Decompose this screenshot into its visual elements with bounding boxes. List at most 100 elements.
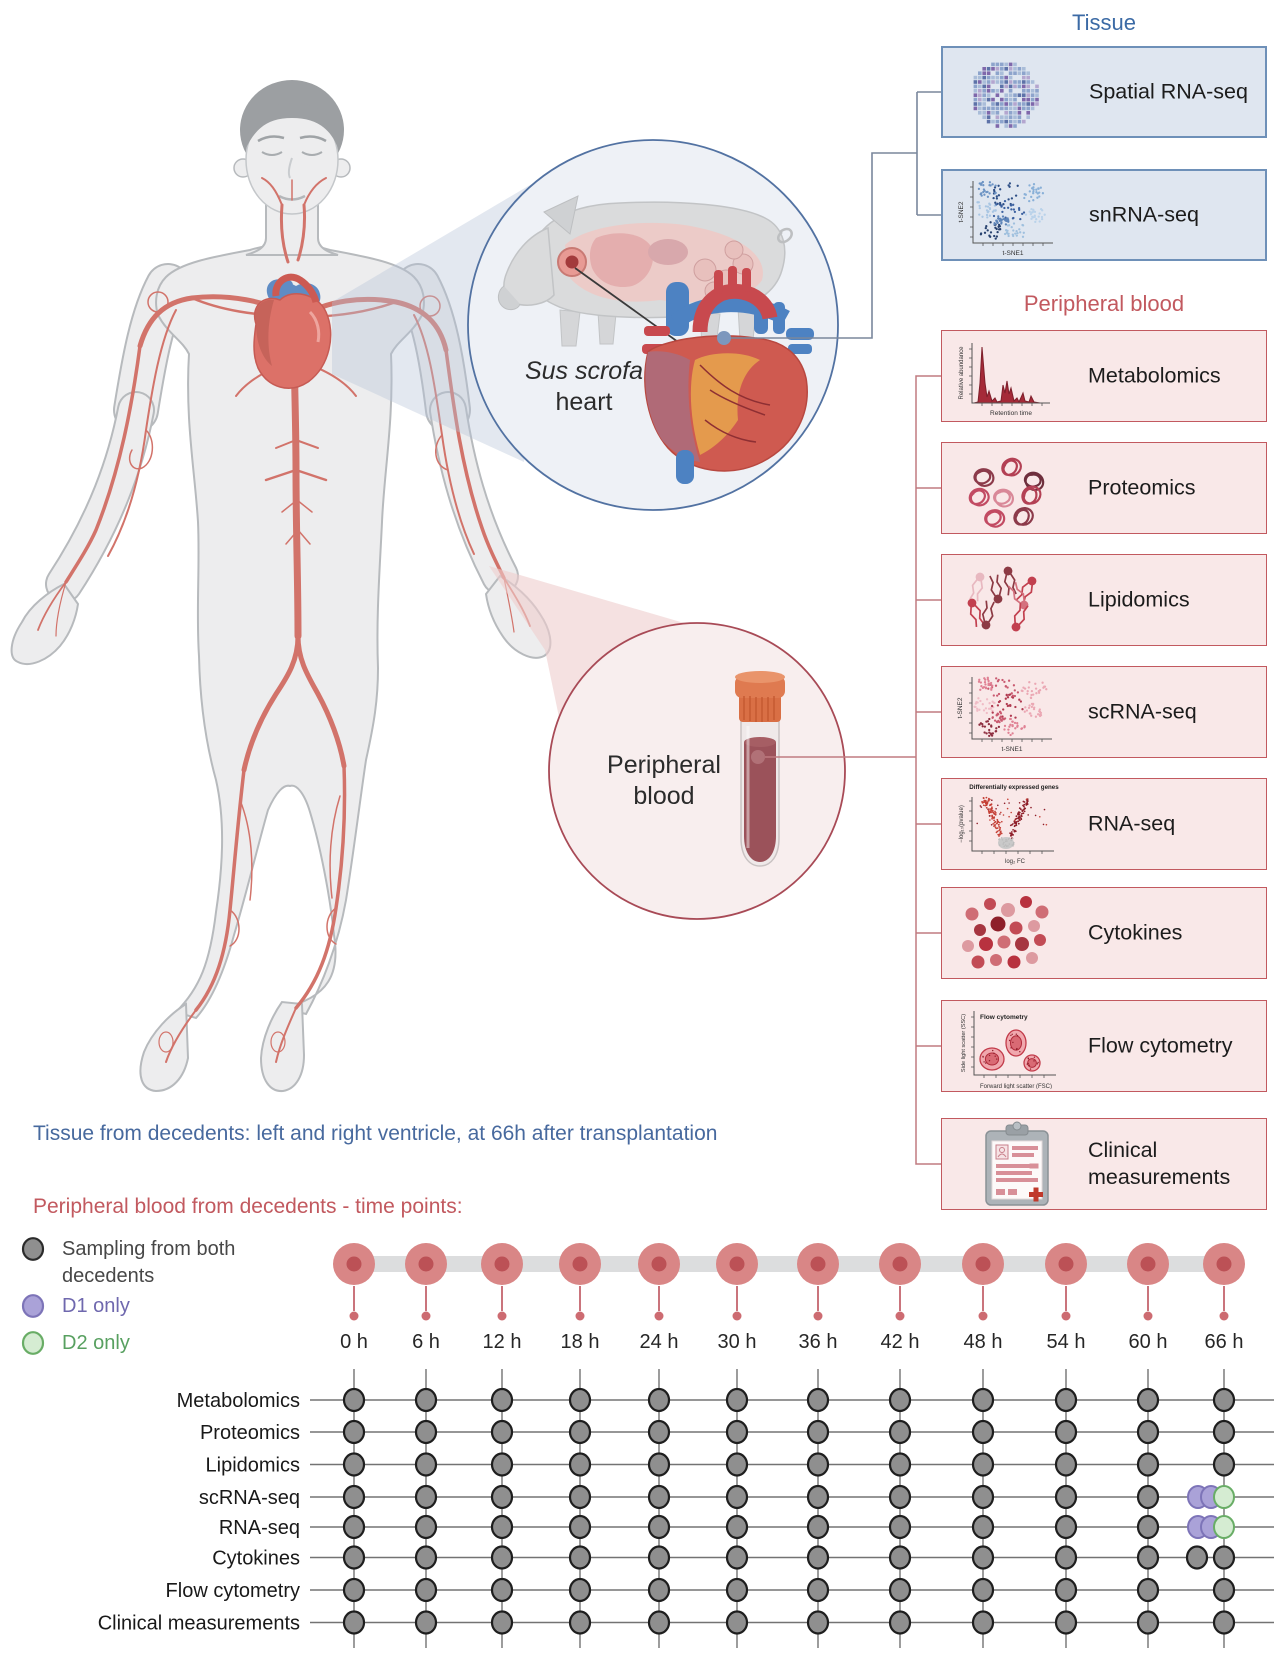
matrix-dot (490, 1387, 514, 1413)
assay-box-label: Proteomics (1088, 475, 1196, 500)
timeline-stem-dot (654, 1311, 664, 1321)
legend-dot-icon (21, 1331, 45, 1355)
blood-note: Peripheral blood from decedents - time p… (33, 1195, 463, 1218)
matrix-dot (414, 1545, 438, 1570)
timeline-point-inner (651, 1256, 667, 1272)
blood-bracket (915, 375, 941, 1165)
matrix-dot (568, 1387, 592, 1413)
matrix-dot (806, 1452, 830, 1477)
matrix-dot (342, 1452, 366, 1477)
svg-text:t-SNE2: t-SNE2 (957, 697, 964, 718)
timeline-stem-dot (1143, 1311, 1153, 1321)
timeline-label: 60 h (1129, 1331, 1168, 1353)
svg-text:Relative abundance: Relative abundance (959, 346, 965, 400)
matrix-dot (414, 1484, 438, 1510)
chromatogram-thumbnail-icon: Retention time Relative abundance (959, 343, 1050, 417)
assay-box-label: Lipidomics (1088, 587, 1190, 612)
matrix-row-label: scRNA-seq (199, 1487, 300, 1509)
timeline-point-inner (1140, 1256, 1156, 1272)
matrix-dot (725, 1484, 749, 1510)
matrix-row-label: RNA-seq (219, 1517, 300, 1539)
timeline-stem-dot (349, 1311, 359, 1321)
timeline-label: 24 h (640, 1331, 679, 1353)
matrix-dot (1054, 1514, 1078, 1540)
matrix-dot (414, 1610, 438, 1635)
matrix-dot (725, 1419, 749, 1445)
matrix-dot (806, 1484, 830, 1510)
matrix-dot (1212, 1577, 1236, 1603)
matrix-dot (342, 1545, 366, 1570)
assay-box-lipidomics: Lipidomics (941, 554, 1267, 646)
timeline-point-inner (810, 1256, 826, 1272)
matrix-dot (725, 1610, 749, 1635)
tsne_pink-thumbnail-icon: t-SNE1 t-SNE2 (957, 676, 1052, 753)
matrix-dot (1054, 1545, 1078, 1570)
assay-box-rna-seq: Differentially expressed genes log₂ FC −… (941, 778, 1267, 870)
timeline-label: 54 h (1047, 1331, 1086, 1353)
matrix-dot (888, 1514, 912, 1540)
matrix-dot (342, 1387, 366, 1413)
pig-heart-illustration (642, 266, 814, 484)
matrix-dot (1136, 1610, 1160, 1635)
timeline-label: 42 h (881, 1331, 920, 1353)
timeline-point-inner (975, 1256, 991, 1272)
matrix-dot (414, 1514, 438, 1540)
timeline-stem-dot (978, 1311, 988, 1321)
timeline-label: 0 h (340, 1331, 368, 1353)
spatial-thumbnail-icon (973, 62, 1039, 128)
blood-tube (735, 671, 785, 867)
matrix-row-label: Metabolomics (177, 1390, 300, 1412)
legend-label: Sampling from both decedents (62, 1238, 236, 1287)
svg-text:Differentially expressed genes: Differentially expressed genes (969, 784, 1059, 791)
matrix-dot (490, 1545, 514, 1570)
matrix-dot (806, 1610, 830, 1635)
matrix-dot (647, 1387, 671, 1413)
matrix-dot (1136, 1452, 1160, 1477)
timeline-label: 66 h (1205, 1331, 1244, 1353)
assay-box-label: RNA-seq (1088, 811, 1176, 836)
svg-text:t-SNE1: t-SNE1 (1003, 250, 1024, 257)
left-foot (139, 1002, 190, 1093)
legend-dot-icon (21, 1294, 45, 1318)
matrix-dot (1212, 1387, 1236, 1413)
svg-text:Forward light scatter (FSC): Forward light scatter (FSC) (980, 1084, 1052, 1089)
heart-inset (467, 91, 941, 511)
blood-section-title: Peripheral blood (1023, 291, 1185, 316)
timeline-label: 18 h (561, 1331, 600, 1353)
flow-thumbnail-icon: Flow cytometry Forward light scatter (FS… (961, 1011, 1056, 1089)
svg-text:log₂ FC: log₂ FC (1005, 859, 1026, 865)
matrix-dot (647, 1545, 671, 1570)
matrix-dot (1212, 1545, 1236, 1570)
tissue-section-title: Tissue (1072, 10, 1136, 35)
timeline-stem-dot (575, 1311, 585, 1321)
matrix-dot (971, 1419, 995, 1445)
blood-inset (548, 622, 916, 920)
matrix-dot (568, 1484, 592, 1510)
matrix-dot (1212, 1452, 1236, 1477)
matrix-dot (342, 1577, 366, 1603)
legend-item-2: D1 only (20, 1293, 277, 1320)
legend-label: D1 only (62, 1295, 130, 1317)
matrix-dot (971, 1577, 995, 1603)
tissue-connector (731, 91, 941, 339)
matrix-dot (1136, 1387, 1160, 1413)
assay-box-scrna-seq: t-SNE1 t-SNE2 scRNA-seq (941, 666, 1267, 758)
matrix-dot (647, 1452, 671, 1477)
assay-box-label: Metabolomics (1088, 363, 1221, 388)
tsne_blue-thumbnail-icon: t-SNE1 t-SNE2 (958, 180, 1053, 257)
assay-box-label: scRNA-seq (1088, 699, 1197, 724)
assay-box-metabolomics: Retention time Relative abundance Metabol… (941, 330, 1267, 422)
timeline-point-inner (494, 1256, 510, 1272)
svg-text:Side light scatter (SSC): Side light scatter (SSC) (961, 1014, 967, 1072)
species-name: Sus scrofa (524, 357, 644, 385)
matrix-dot (806, 1387, 830, 1413)
matrix-dot (888, 1577, 912, 1603)
matrix-dot (971, 1484, 995, 1510)
svg-text:−log₁₀(pvalue): −log₁₀(pvalue) (959, 805, 965, 843)
